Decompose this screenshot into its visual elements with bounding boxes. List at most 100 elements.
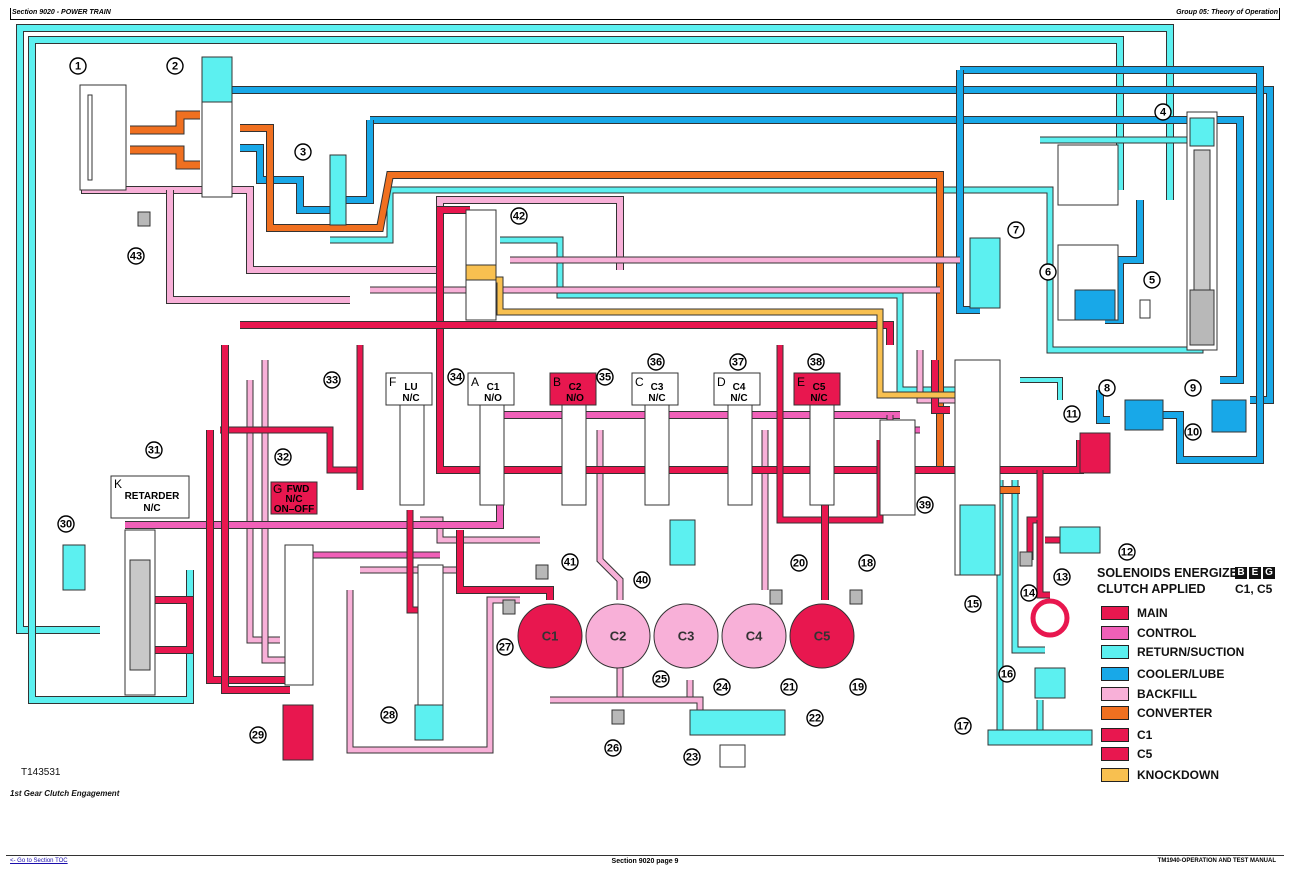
legend-item-c5: C5 (1101, 747, 1152, 761)
legend-item-cooler-lube: COOLER/LUBE (1101, 667, 1224, 681)
callout-32: 32 (274, 448, 292, 466)
legend-label: C5 (1137, 747, 1153, 761)
solenoid-box (467, 372, 515, 406)
callout-number: 39 (919, 500, 931, 512)
main-line (930, 440, 1083, 473)
header-tick-left (10, 8, 11, 20)
solenoid-mode: ON–OFF (274, 504, 315, 515)
callout-10: 10 (1184, 423, 1202, 441)
clutch-c1: C1 (517, 603, 583, 669)
callout-number: 20 (793, 558, 805, 570)
callout-circle (633, 571, 651, 589)
orifice (502, 599, 516, 615)
solenoid-name: C2 (569, 382, 582, 393)
legend-swatch (1101, 747, 1129, 761)
orifice (137, 211, 151, 227)
legend-swatch (1101, 626, 1129, 640)
callout-9: 9 (1184, 379, 1202, 397)
lube-filter (1211, 399, 1247, 433)
callout-number: 27 (499, 642, 511, 654)
applied-clutches: C1, C5 (1235, 582, 1273, 596)
clutch-c5: C5 (789, 603, 855, 669)
orifice (1019, 551, 1033, 567)
solenoid-type: N/O (566, 393, 584, 404)
callout-21: 21 (780, 678, 798, 696)
solenoid-type: N/C (143, 503, 160, 514)
clutch-circle (585, 603, 651, 669)
callout-11: 11 (1063, 405, 1081, 423)
main-line (437, 207, 960, 473)
solenoid-letter: B (553, 375, 561, 389)
solenoid-letter: C (635, 375, 644, 389)
callout-circle (1053, 568, 1071, 586)
solenoid-spool (809, 404, 835, 506)
callout-34: 34 (447, 368, 465, 386)
callout-33: 33 (323, 371, 341, 389)
callout-40: 40 (633, 571, 651, 589)
callout-circle (1154, 103, 1172, 121)
figure-caption: 1st Gear Clutch Engagement (10, 789, 120, 798)
callout-number: 28 (383, 710, 395, 722)
callout-circle (713, 678, 731, 696)
solenoid-letter: D (717, 375, 726, 389)
callout-circle (683, 748, 701, 766)
callout-circle (1039, 263, 1057, 281)
go-to-section-toc-link[interactable]: <- Go to Section TOC (10, 858, 68, 864)
callout-8: 8 (1098, 379, 1116, 397)
callout-circle (1098, 379, 1116, 397)
callout-circle (790, 554, 808, 572)
solenoid-letter: K (114, 477, 122, 491)
callout-number: 18 (861, 558, 873, 570)
callout-number: 36 (650, 357, 662, 369)
legend-swatch (1101, 667, 1129, 681)
legend-label: COOLER/LUBE (1137, 667, 1225, 681)
callout-12: 12 (1118, 543, 1136, 561)
clutch-circle (721, 603, 787, 669)
solenoid-spool (727, 404, 753, 506)
callout-31: 31 (145, 441, 163, 459)
callout-29: 29 (249, 726, 267, 744)
callout-circle (69, 57, 87, 75)
callout-circle (496, 638, 514, 656)
main-line (130, 597, 193, 653)
callout-number: 35 (599, 372, 611, 384)
knockdown-line (480, 277, 960, 398)
solenoid-spool (479, 404, 505, 506)
callout-circle (998, 665, 1016, 683)
legend-item-converter: CONVERTER (1101, 706, 1212, 720)
solenoid-letter: F (389, 375, 396, 389)
callout-2: 2 (166, 57, 184, 75)
callout-number: 1 (75, 61, 81, 73)
callout-number: 30 (60, 519, 72, 531)
pump-sump (1074, 289, 1116, 321)
legend-title-solenoids: SOLENOIDS ENERGIZED (1097, 566, 1248, 580)
callout-1: 1 (69, 57, 87, 75)
callout-circle (916, 496, 934, 514)
callout-number: 5 (1149, 275, 1155, 287)
clutch-label: C5 (814, 629, 831, 644)
callout-circle (1063, 405, 1081, 423)
callout-number: 21 (783, 682, 795, 694)
callout-36: 36 (647, 353, 665, 371)
main-filter (1079, 432, 1111, 474)
callout-number: 12 (1121, 547, 1133, 559)
callout-circle (652, 670, 670, 688)
solenoid-spool (399, 404, 425, 506)
callout-circle (1020, 584, 1038, 602)
solenoid-type: N/C (648, 393, 665, 404)
cooler-line (240, 145, 330, 213)
clutch-circle (789, 603, 855, 669)
clutch-circle (653, 603, 719, 669)
pump-ring (1030, 598, 1070, 638)
solenoid-type: N/C (730, 393, 747, 404)
callout-circle (1007, 221, 1025, 239)
callout-28: 28 (380, 706, 398, 724)
callout-circle (604, 739, 622, 757)
manual-title: TM1940-OPERATION AND TEST MANUAL (1157, 858, 1276, 864)
valve-40 (669, 519, 696, 566)
main-line (457, 530, 553, 600)
